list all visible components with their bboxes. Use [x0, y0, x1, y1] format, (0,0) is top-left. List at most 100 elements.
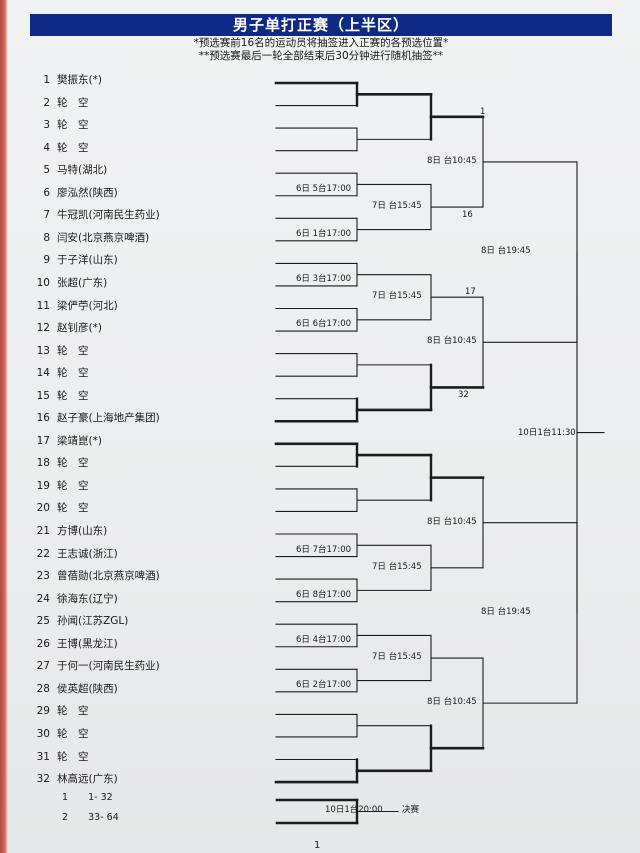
summary-row-2: 2 33- 64 [62, 812, 119, 824]
player-name: 孙闻(江苏ZGL) [57, 615, 129, 628]
player-name: 于子洋(山东) [57, 254, 118, 267]
r1-schedule-label: 6日 4台17:00 [296, 634, 352, 645]
player-number: 28 [36, 682, 50, 695]
player-number: 22 [36, 547, 50, 560]
player-name: 侯英超(陕西) [57, 682, 118, 695]
r1-schedule-label: 6日 6台17:00 [296, 319, 352, 330]
note-line-1: *预选赛前16名的运动员将抽签进入正赛的各预选位置* [193, 37, 449, 49]
seed-number: 16 [462, 210, 473, 221]
player-name: 于何一(河南民生药业) [57, 660, 160, 673]
r1-schedule-label: 6日 7台17:00 [296, 544, 352, 555]
player-number: 10 [36, 276, 50, 289]
summary-num: 1 [62, 792, 69, 803]
player-number: 23 [36, 570, 50, 583]
player-name: 马特(湖北) [57, 164, 108, 177]
player-name: 曾蓓勋(北京燕京啤酒) [57, 570, 160, 583]
player-number: 8 [43, 231, 50, 244]
player-name: 轮 空 [57, 389, 89, 402]
player-name: 廖泓然(陕西) [57, 186, 118, 199]
player-name: 梁俨苧(河北) [57, 299, 118, 312]
player-number: 17 [36, 434, 50, 447]
page-title: 男子单打正赛（上半区） [30, 14, 612, 36]
player-number: 32 [36, 773, 50, 786]
final-label: 决赛 [402, 805, 420, 815]
player-name: 牛冠凯(河南民生药业) [57, 209, 160, 222]
player-name: 轮 空 [57, 502, 89, 515]
player-name: 轮 空 [57, 705, 89, 718]
player-number: 5 [43, 164, 50, 177]
player-number: 20 [36, 502, 50, 515]
page-number: 1 [314, 840, 321, 851]
player-number: 19 [36, 479, 50, 492]
r1-schedule-label: 6日 3台17:00 [296, 273, 352, 284]
r2-schedule-label: 7日 台15:45 [372, 201, 422, 212]
player-name: 轮 空 [57, 750, 89, 763]
r2-schedule-label: 7日 台15:45 [372, 561, 422, 572]
player-name: 轮 空 [57, 141, 89, 154]
player-name: 轮 空 [57, 727, 89, 740]
player-number: 12 [36, 322, 50, 335]
player-name: 樊振东(*) [57, 74, 102, 86]
player-name: 张超(广东) [57, 276, 108, 289]
player-name: 王博(黑龙江) [57, 637, 118, 650]
player-number: 15 [36, 389, 50, 402]
player-number: 11 [36, 299, 50, 312]
r3-schedule-label: 8日 台10:45 [427, 516, 477, 527]
r2-schedule-label: 7日 台15:45 [372, 291, 422, 302]
player-number: 25 [36, 615, 50, 628]
player-number: 26 [36, 637, 50, 650]
player-number: 29 [36, 705, 50, 718]
player-name: 林高远(广东) [57, 773, 118, 786]
r3-schedule-label: 8日 台10:45 [427, 697, 477, 708]
player-number: 16 [36, 412, 50, 425]
player-number: 27 [36, 660, 50, 673]
final-match-schedule: 10日1台20:00 [325, 805, 383, 815]
player-number: 24 [36, 592, 50, 605]
player-number: 6 [43, 186, 50, 199]
player-number: 18 [36, 457, 50, 470]
r1-schedule-label: 6日 1台17:00 [296, 228, 352, 239]
player-name: 轮 空 [57, 457, 89, 470]
note-line-2: **预选赛最后一轮全部结束后30分钟进行随机抽签** [198, 50, 444, 62]
seed-number: 17 [465, 287, 476, 298]
player-name: 闫安(北京燕京啤酒) [57, 231, 150, 244]
player-number: 2 [43, 96, 50, 109]
player-number: 31 [36, 750, 50, 763]
r1-schedule-label: 6日 8台17:00 [296, 589, 352, 600]
player-name: 轮 空 [57, 96, 89, 109]
seed-number: 1 [480, 106, 486, 117]
player-name: 轮 空 [57, 479, 89, 492]
player-number: 14 [36, 367, 50, 380]
seed-number: 32 [458, 390, 469, 401]
r4-schedule-label: 8日 台19:45 [481, 606, 531, 617]
player-number: 1 [43, 74, 50, 86]
player-name: 轮 空 [57, 344, 89, 357]
summary-range: 1- 32 [88, 792, 113, 803]
player-name: 轮 空 [57, 119, 89, 132]
player-name: 赵钊彦(*) [57, 322, 102, 335]
r1-schedule-label: 6日 5台17:00 [296, 183, 352, 194]
player-number: 9 [43, 254, 50, 267]
summary-range: 33- 64 [88, 812, 119, 823]
player-number: 30 [36, 727, 50, 740]
r2-schedule-label: 7日 台15:45 [372, 652, 422, 663]
player-number: 4 [43, 141, 50, 154]
player-number: 13 [36, 344, 50, 357]
summary-row-1: 1 1- 32 [62, 792, 113, 804]
player-name: 梁靖崑(*) [57, 434, 102, 447]
player-name: 徐海东(辽宁) [57, 592, 118, 605]
player-name: 赵子豪(上海地产集团) [57, 412, 160, 425]
red-background-edge [0, 0, 8, 853]
player-name: 方博(山东) [57, 525, 108, 537]
r3-schedule-label: 8日 台10:45 [427, 336, 477, 347]
r1-schedule-label: 6日 2台17:00 [296, 679, 352, 690]
player-number: 3 [43, 119, 50, 132]
r4-schedule-label: 8日 台19:45 [481, 246, 531, 257]
final-schedule-label: 10日1台11:30 [518, 427, 576, 438]
player-name: 轮 空 [57, 367, 89, 380]
player-number: 21 [36, 525, 50, 537]
player-name: 王志诚(浙江) [57, 547, 118, 560]
player-number: 7 [43, 209, 50, 222]
